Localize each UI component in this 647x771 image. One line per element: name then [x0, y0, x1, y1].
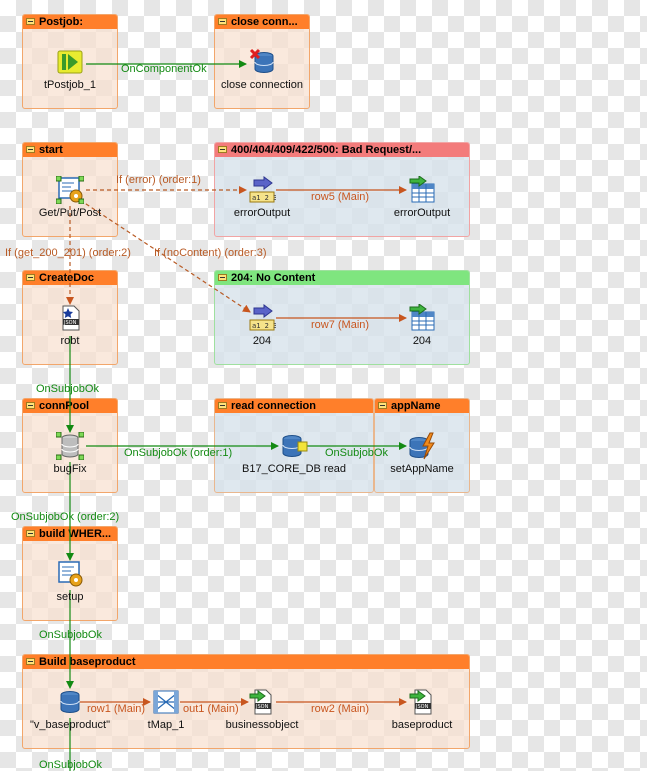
subjob-header[interactable]: Postjob:: [23, 15, 117, 29]
component-label: "v_baseproduct": [30, 719, 110, 731]
link-if-nocontent[interactable]: [79, 199, 251, 313]
link-label-out1[interactable]: out1 (Main): [183, 703, 239, 715]
json-output-icon: JSON: [409, 689, 432, 715]
subjob-header[interactable]: 400/404/409/422/500: Bad Request/...: [215, 143, 469, 157]
link-label-onsubjobok-2[interactable]: OnSubjobOk: [325, 447, 388, 459]
collapse-toggle-icon[interactable]: [26, 402, 35, 409]
collapse-toggle-icon[interactable]: [26, 18, 35, 25]
link-label-onsubjobok-order1[interactable]: OnSubjobOk (order:1): [124, 447, 233, 459]
subjob-header[interactable]: read connection: [215, 399, 373, 413]
subjob-close-connection[interactable]: close conn...: [214, 14, 310, 109]
db-close-icon: [249, 48, 274, 73]
collapse-toggle-icon[interactable]: [26, 146, 35, 153]
postjob-icon: [57, 50, 83, 74]
component-label: tPostjob_1: [44, 79, 96, 91]
component-label: Get/Put/Post: [38, 207, 102, 219]
collapse-toggle-icon[interactable]: [218, 146, 227, 153]
table-output-icon: [409, 304, 435, 331]
component-label: errorOutput: [233, 207, 291, 219]
component-label: setAppName: [390, 463, 454, 475]
collapse-toggle-icon[interactable]: [26, 274, 35, 281]
subjob-postjob[interactable]: Postjob:: [22, 14, 118, 109]
subjob-header[interactable]: start: [23, 143, 117, 157]
collapse-toggle-icon[interactable]: [26, 530, 35, 537]
collapse-toggle-icon[interactable]: [218, 18, 227, 25]
link-label-oncomponentok[interactable]: OnComponentOk: [121, 63, 207, 75]
component-label: tMap_1: [147, 719, 185, 731]
subjob-header[interactable]: close conn...: [215, 15, 309, 29]
link-label-onsubjobok-4[interactable]: OnSubjobOk: [39, 759, 102, 771]
collapse-toggle-icon[interactable]: [378, 402, 387, 409]
component-label: baseproduct: [391, 719, 453, 731]
svg-text:a1 2 3z: a1 2 3z: [252, 194, 276, 202]
component-label: 204: [412, 335, 432, 347]
svg-text:JSON: JSON: [255, 704, 269, 710]
json-doc-icon: JSON: [62, 305, 80, 331]
svg-text:JSON: JSON: [63, 320, 77, 326]
component-label: robt: [60, 335, 80, 347]
db-connection-icon: [282, 435, 308, 457]
subjob-header[interactable]: Build baseproduct: [23, 655, 469, 669]
link-label-onsubjobok-3[interactable]: OnSubjobOk: [39, 629, 102, 641]
link-label-if-get[interactable]: If (get_200_201) (order:2): [5, 247, 131, 259]
subjob-no-content[interactable]: 204: No Content: [214, 270, 470, 365]
component-label: setup: [56, 591, 84, 603]
link-label-onsubjobok-order2[interactable]: OnSubjobOk (order:2): [11, 511, 120, 523]
component-label: 204: [252, 335, 272, 347]
link-label-onsubjobok-1[interactable]: OnSubjobOk: [36, 383, 99, 395]
db-input-icon: [60, 691, 80, 713]
subjob-header[interactable]: 204: No Content: [215, 271, 469, 285]
db-sp-icon: [409, 432, 435, 460]
link-label-row1[interactable]: row1 (Main): [87, 703, 146, 715]
java-code-icon: [56, 176, 84, 204]
component-label: bugFix: [53, 463, 87, 475]
collapse-toggle-icon[interactable]: [26, 658, 35, 665]
connection-pool-icon: [56, 432, 84, 460]
component-label: errorOutput: [393, 207, 451, 219]
collapse-toggle-icon[interactable]: [218, 402, 227, 409]
component-label: B17_CORE_DB read: [242, 463, 346, 475]
fixed-flow-icon: a1 2 3z: [249, 176, 276, 203]
collapse-toggle-icon[interactable]: [218, 274, 227, 281]
link-label-row7[interactable]: row7 (Main): [311, 319, 370, 331]
component-label: close connection: [221, 79, 303, 91]
tmap-icon: [153, 690, 179, 714]
fixed-flow-icon: a1 2 3z: [249, 304, 276, 331]
link-label-if-error[interactable]: If (error) (order:1): [116, 174, 201, 186]
json-output-icon: JSON: [249, 689, 272, 715]
subjob-header[interactable]: appName: [375, 399, 469, 413]
link-label-row2[interactable]: row2 (Main): [311, 703, 370, 715]
table-output-icon: [409, 176, 435, 203]
link-label-row5[interactable]: row5 (Main): [311, 191, 370, 203]
svg-text:a1 2 3z: a1 2 3z: [252, 322, 276, 330]
link-label-if-nocontent[interactable]: If (noContent) (order:3): [154, 247, 267, 259]
svg-text:JSON: JSON: [415, 704, 429, 710]
component-label: businessobject: [225, 719, 299, 731]
java-code-icon: [58, 561, 83, 587]
